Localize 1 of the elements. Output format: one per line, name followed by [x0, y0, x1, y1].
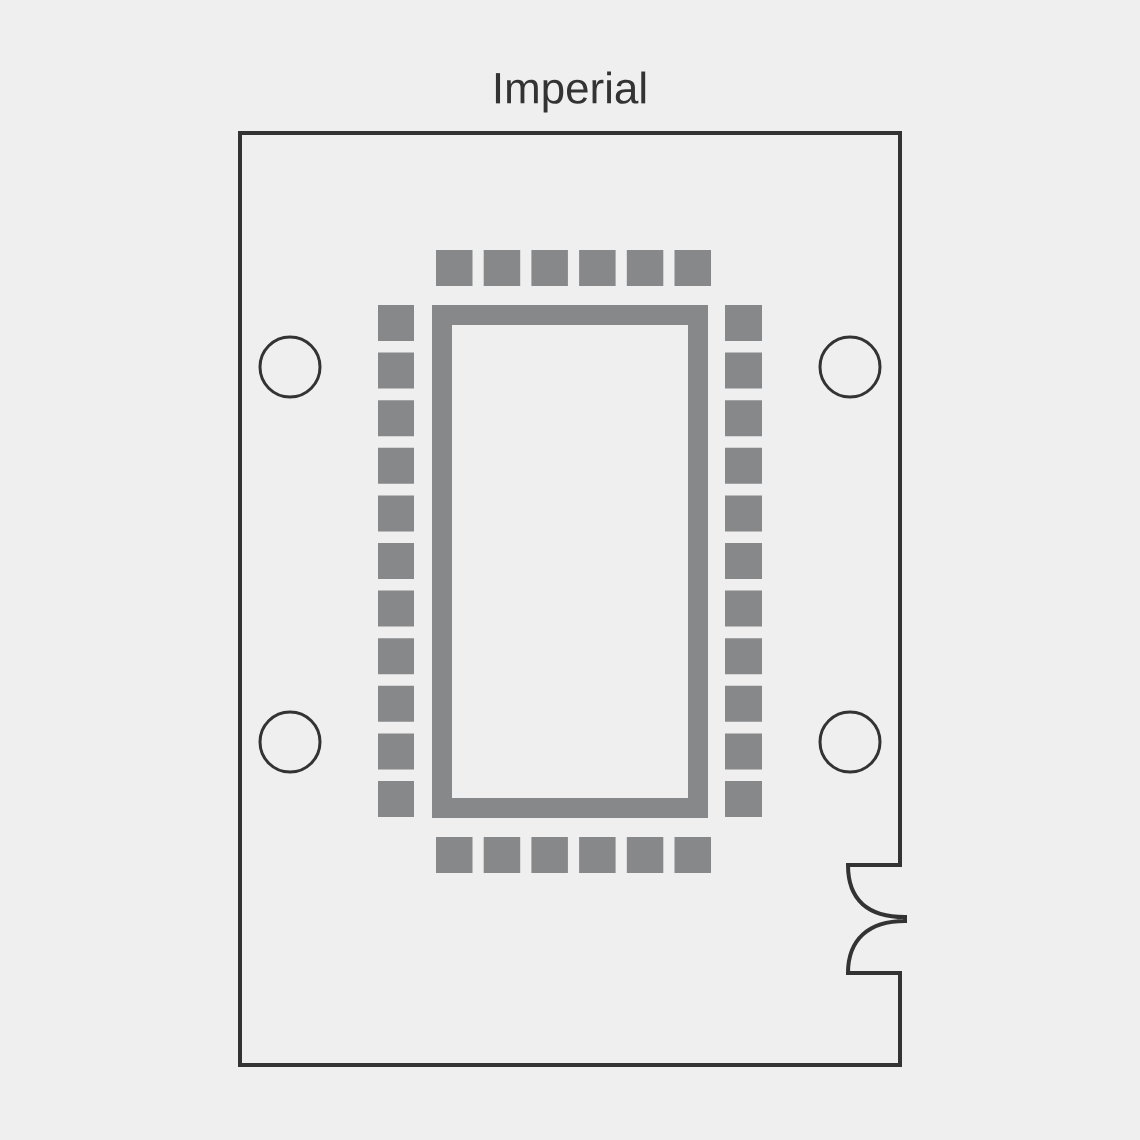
title: Imperial [495, 71, 646, 113]
